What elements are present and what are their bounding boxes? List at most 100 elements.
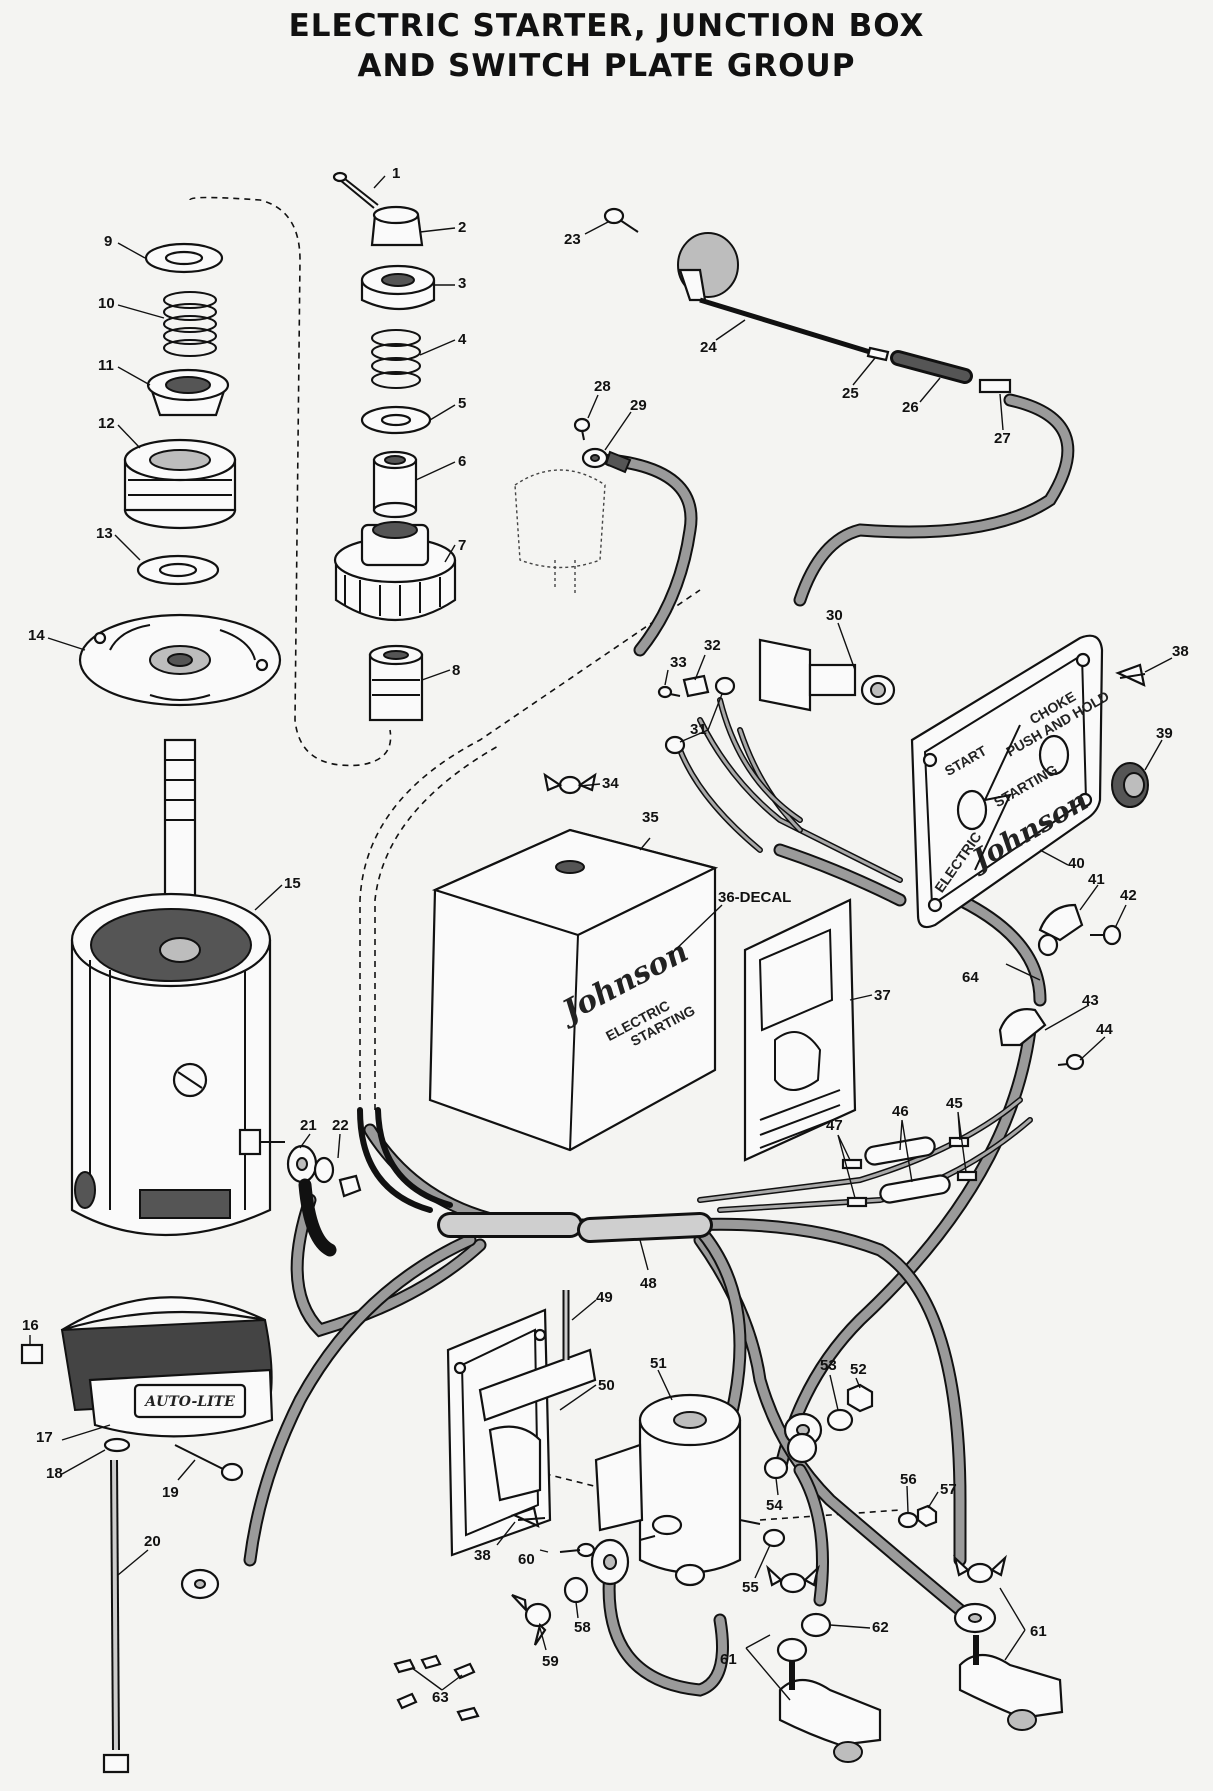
washer-58 — [563, 1576, 589, 1604]
starter-motor-15 — [70, 738, 285, 1236]
wing-nut-59 — [511, 1593, 552, 1646]
dashed-alignment-line-starter — [189, 196, 392, 767]
decal-37 — [743, 898, 857, 1162]
cover-band-17: AUTO-LITE — [60, 1296, 274, 1438]
solenoid-51 — [594, 1393, 761, 1587]
drive-sleeve-8 — [368, 644, 424, 722]
ground-cable-lug — [180, 1568, 220, 1600]
callout-44: 44 — [1096, 1021, 1113, 1038]
callout-4: 4 — [458, 331, 467, 348]
dashed-alignment-line-box-2 — [374, 744, 501, 1110]
washer-18 — [103, 1437, 131, 1453]
knob-39 — [1111, 762, 1149, 808]
washer-22 — [313, 1156, 335, 1184]
callout-38-bottom: 38 — [474, 1547, 491, 1564]
callout-34: 34 — [602, 775, 619, 792]
callout-17: 17 — [36, 1429, 53, 1446]
washer-9 — [144, 242, 224, 274]
callout-numbers: 1 2 3 4 5 6 7 8 9 10 11 12 13 14 15 16 1… — [22, 165, 1189, 1706]
callout-57: 57 — [940, 1481, 957, 1498]
callout-27: 27 — [994, 430, 1011, 447]
screw-42 — [1090, 924, 1122, 946]
nut-52 — [846, 1383, 874, 1413]
connector-25 — [866, 346, 890, 362]
clamp-43 — [998, 1008, 1047, 1047]
battery-clamp-61-b — [958, 1635, 1064, 1731]
screw-23 — [603, 207, 639, 233]
washer-54 — [763, 1456, 789, 1480]
callout-37: 37 — [874, 987, 891, 1004]
callout-13: 13 — [96, 525, 113, 542]
callout-5: 5 — [458, 395, 466, 412]
nut-22 — [338, 1174, 362, 1198]
screw-38-top — [1115, 663, 1146, 687]
diagram-title-line-1: ELECTRIC STARTER, JUNCTION BOX — [288, 8, 925, 44]
callout-41: 41 — [1088, 871, 1105, 888]
nut-16 — [20, 1343, 44, 1365]
through-bolt-20 — [102, 1459, 130, 1774]
callout-53: 53 — [820, 1357, 837, 1374]
callout-39: 39 — [1156, 725, 1173, 742]
callout-58: 58 — [574, 1619, 591, 1636]
callout-45: 45 — [946, 1095, 963, 1112]
junction-box-35: Johnson ELECTRIC STARTING — [428, 828, 719, 1152]
washer-13 — [136, 554, 220, 586]
washer-56 — [897, 1511, 919, 1529]
cable-lug-62 — [776, 1612, 832, 1663]
cable-lug-right — [953, 1602, 997, 1634]
starter-switch-30 — [758, 638, 896, 712]
terminal-31-a — [664, 676, 736, 755]
ghost-solenoid-outline — [514, 469, 606, 595]
cup-11 — [146, 368, 230, 417]
washer-5 — [360, 405, 432, 435]
callout-8: 8 — [452, 662, 460, 679]
pinion-gear-7 — [333, 521, 457, 622]
callout-46: 46 — [892, 1103, 909, 1120]
wire-end-27 — [978, 378, 1012, 394]
callout-21: 21 — [300, 1117, 317, 1134]
callout-7: 7 — [458, 537, 466, 554]
callout-63: 63 — [432, 1689, 449, 1706]
wing-nut-61-a — [766, 1564, 820, 1594]
callout-23: 23 — [564, 231, 581, 248]
callout-60: 60 — [518, 1551, 535, 1568]
bracket-50 — [446, 1308, 597, 1557]
screw-60 — [559, 1542, 596, 1558]
callout-31: 31 — [690, 721, 707, 738]
callout-35: 35 — [642, 809, 659, 826]
sleeve-26 — [890, 350, 973, 384]
callout-11: 11 — [98, 357, 114, 374]
spring-4 — [371, 329, 421, 389]
callout-2: 2 — [458, 219, 466, 236]
callout-24: 24 — [700, 339, 717, 356]
callout-52: 52 — [850, 1361, 867, 1378]
washer-53 — [826, 1408, 854, 1432]
callout-64: 64 — [962, 969, 979, 986]
callout-49: 49 — [596, 1289, 613, 1306]
sleeve-46 — [864, 1136, 951, 1204]
callout-33: 33 — [670, 654, 687, 671]
callout-14: 14 — [28, 627, 45, 644]
callout-59: 59 — [542, 1653, 559, 1670]
leader-lines — [29, 175, 1173, 1701]
washer-55 — [762, 1528, 786, 1548]
clamp-41 — [1037, 903, 1084, 957]
callout-42: 42 — [1120, 887, 1137, 904]
screw-19 — [174, 1444, 244, 1482]
diagram-title-line-2: AND SWITCH PLATE GROUP — [357, 48, 856, 84]
callout-6: 6 — [458, 453, 466, 470]
screw-38-bottom — [511, 1506, 546, 1528]
sleeve-6 — [372, 450, 418, 519]
nut-57 — [916, 1504, 938, 1528]
dashed-alignment-line-box — [359, 589, 701, 1100]
battery-cable-lug-left — [590, 1538, 630, 1586]
callout-18: 18 — [46, 1465, 63, 1482]
wing-nut-61-b — [953, 1554, 1007, 1584]
collar-3 — [360, 264, 436, 310]
callout-15: 15 — [284, 875, 301, 892]
auto-lite-brand: AUTO-LITE — [143, 1394, 235, 1410]
callout-62: 62 — [872, 1619, 889, 1636]
end-plate-14 — [78, 613, 282, 707]
callout-10: 10 — [98, 295, 115, 312]
callout-19: 19 — [162, 1484, 179, 1501]
